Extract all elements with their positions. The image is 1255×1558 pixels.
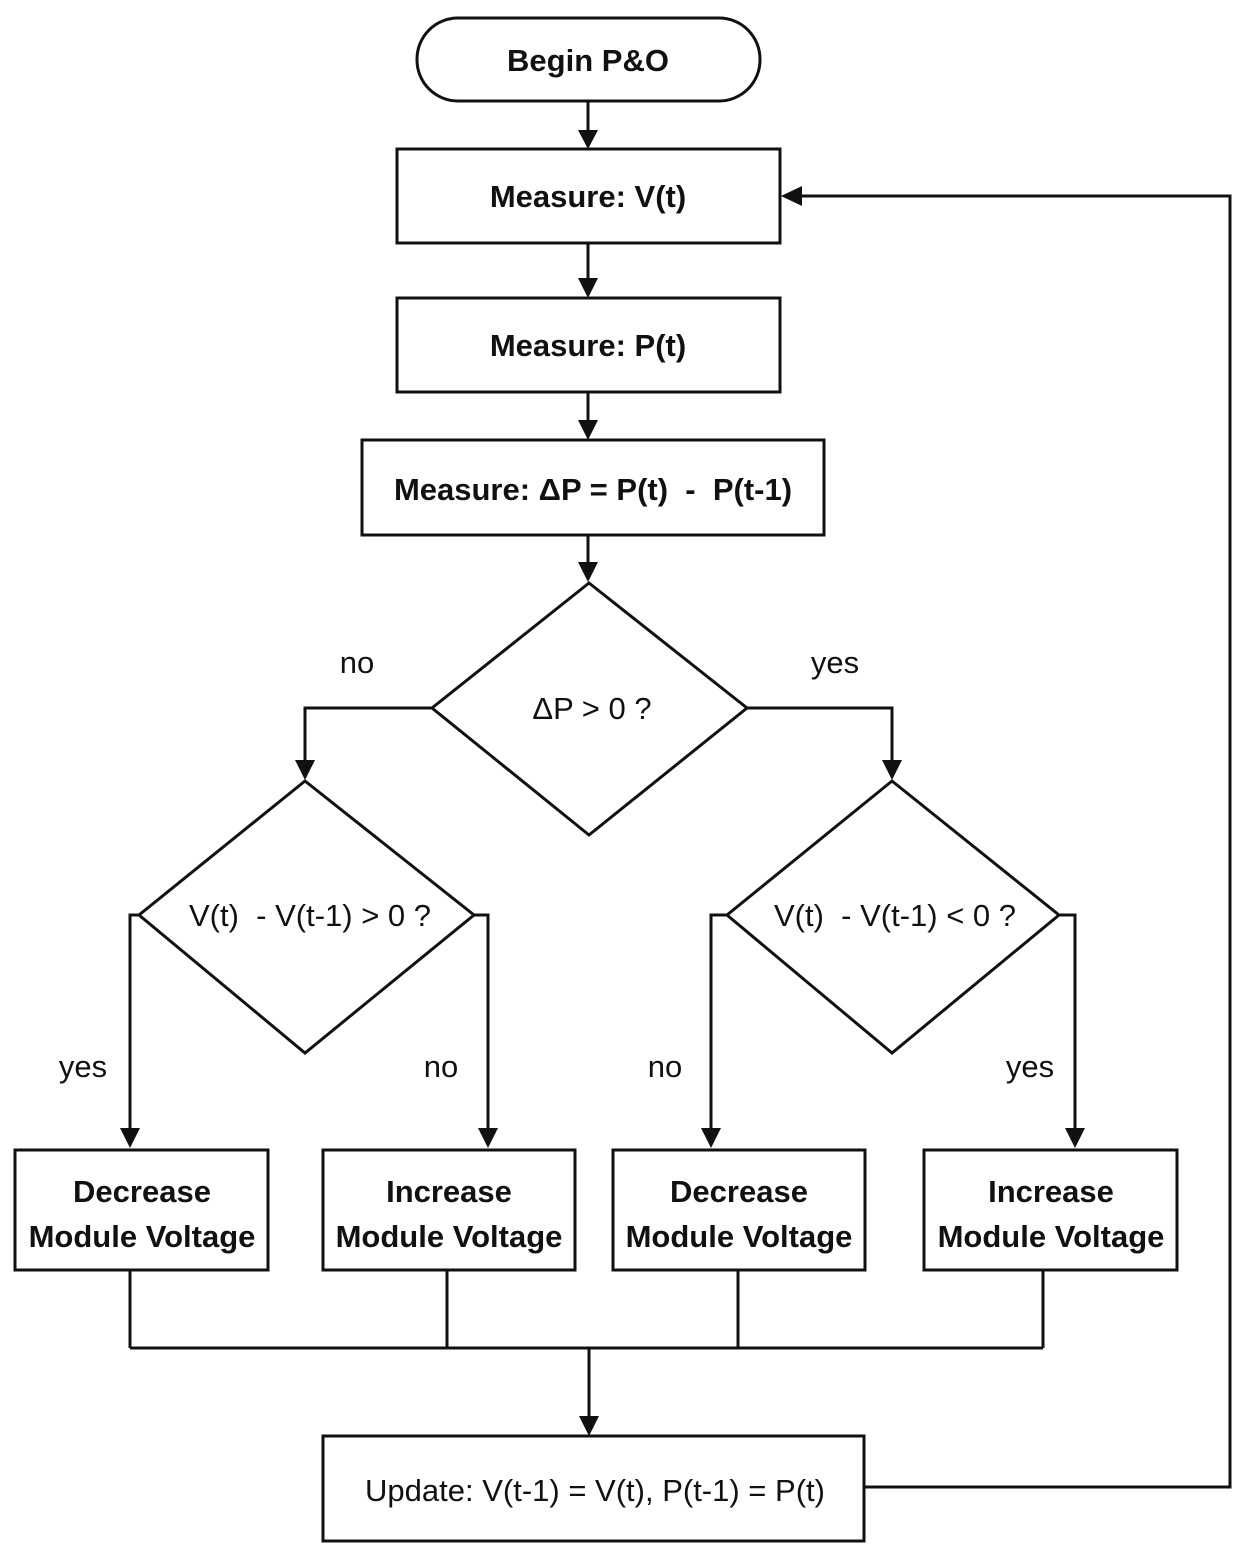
action-increase-left-line1: Increase [386,1174,512,1209]
arrowhead [478,1128,498,1148]
arrowhead [578,130,598,149]
update-label: Update: V(t-1) = V(t), P(t-1) = P(t) [365,1473,825,1508]
arrowhead [579,1416,599,1436]
connector-right-no [709,913,727,1130]
label-main-no: no [340,645,374,680]
decision-right-label: V(t) - V(t-1) < 0 ? [774,898,1016,933]
label-main-yes: yes [811,645,859,680]
action-decrease-left-box [13,1148,270,1272]
label-left-yes: yes [59,1049,107,1084]
action-decrease-left-line2: Module Voltage [29,1219,256,1254]
label-right-no: no [648,1049,682,1084]
action-increase-left-box [321,1148,577,1272]
connector-main-no [303,706,432,762]
action-decrease-left-line1: Decrease [73,1174,211,1209]
arrowhead [578,420,598,440]
connector-loop-back [800,194,1232,1489]
label-left-no: no [424,1049,458,1084]
arrowhead [701,1128,721,1148]
decision-main-diamond [429,581,750,837]
arrowhead [120,1128,140,1148]
arrowhead [781,186,802,206]
measure-dp-label: Measure: ΔP = P(t) - P(t-1) [394,472,792,507]
arrowhead [295,760,315,780]
measure-v-label: Measure: V(t) [490,179,686,214]
update-box [321,1434,866,1543]
connector-main-yes [747,706,894,762]
start-label: Begin P&O [507,43,669,78]
measure-v-box [395,147,782,245]
arrowhead [578,562,598,582]
action-decrease-right-line1: Decrease [670,1174,808,1209]
arrowhead [1065,1128,1085,1148]
action-increase-right-line1: Increase [988,1174,1114,1209]
action-decrease-right-line2: Module Voltage [626,1219,853,1254]
connector-right-yes [1059,913,1077,1130]
action-increase-left-line2: Module Voltage [336,1219,563,1254]
connector-left-yes [128,913,139,1130]
connector-left-no [474,913,490,1130]
arrowhead [578,278,598,298]
measure-dp-box [360,438,826,537]
decision-left-diamond [136,779,477,1055]
action-increase-right-box [922,1148,1179,1272]
decision-right-diamond [724,779,1062,1055]
measure-p-label: Measure: P(t) [490,328,686,363]
decision-left-label: V(t) - V(t-1) > 0 ? [189,898,431,933]
action-increase-right-line2: Module Voltage [938,1219,1165,1254]
label-right-yes: yes [1006,1049,1054,1084]
decision-main-label: ΔP > 0 ? [532,691,651,726]
arrowhead [882,760,902,780]
